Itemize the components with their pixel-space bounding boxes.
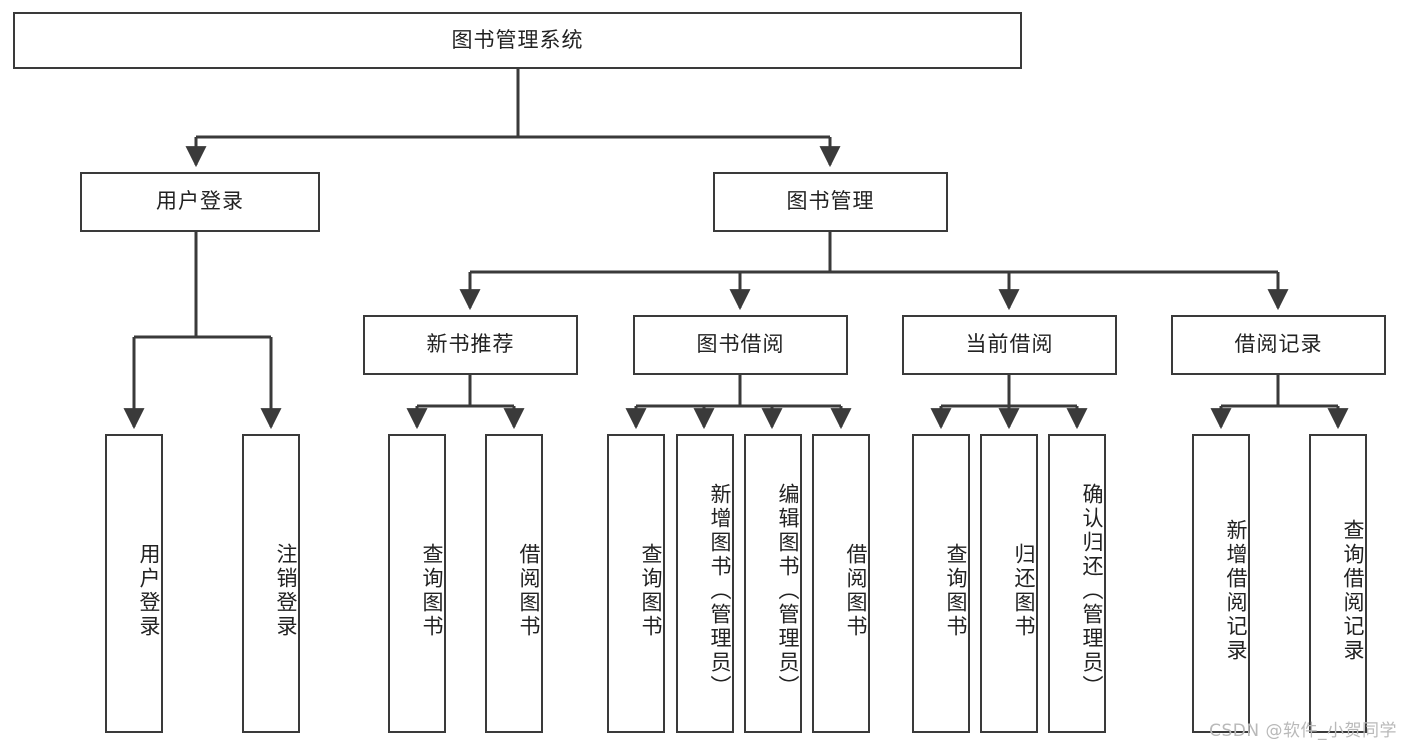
leaf-query-book-3-label: 查询图书 [944,542,968,639]
node-borrow-record[interactable]: 借阅记录 [1171,315,1386,375]
leaf-query-book-3[interactable]: 查询图书 [912,434,970,733]
leaf-edit-book-label: 编辑图书（管理员） [776,482,800,699]
leaf-query-book-1[interactable]: 查询图书 [388,434,446,733]
leaf-borrow-book-1[interactable]: 借阅图书 [485,434,543,733]
leaf-edit-book[interactable]: 编辑图书（管理员） [744,434,802,733]
node-current-borrow[interactable]: 当前借阅 [902,315,1117,375]
node-borrow-record-label: 借阅记录 [1234,332,1323,357]
leaf-add-book[interactable]: 新增图书（管理员） [676,434,734,733]
leaf-confirm-return[interactable]: 确认归还（管理员） [1048,434,1106,733]
leaf-add-book-label: 新增图书（管理员） [708,482,732,699]
leaf-query-record-label: 查询借阅记录 [1341,518,1365,663]
leaf-add-record-label: 新增借阅记录 [1224,518,1248,663]
leaf-add-record[interactable]: 新增借阅记录 [1192,434,1250,733]
node-root-label: 图书管理系统 [451,27,584,52]
leaf-query-book-2[interactable]: 查询图书 [607,434,665,733]
node-user-login[interactable]: 用户登录 [80,172,320,232]
leaf-return-book[interactable]: 归还图书 [980,434,1038,733]
node-book-manage-label: 图书管理 [786,189,875,214]
leaf-query-book-2-label: 查询图书 [639,542,663,639]
leaf-user-login-label: 用户登录 [137,542,161,639]
leaf-borrow-book-1-label: 借阅图书 [517,542,541,639]
leaf-confirm-return-label: 确认归还（管理员） [1080,482,1104,699]
leaf-query-record[interactable]: 查询借阅记录 [1309,434,1367,733]
leaf-borrow-book-2-label: 借阅图书 [844,542,868,639]
node-new-book-recommend-label: 新书推荐 [426,332,515,357]
node-user-login-label: 用户登录 [156,189,244,214]
node-book-borrow-label: 图书借阅 [696,332,785,357]
leaf-logout-login[interactable]: 注销登录 [242,434,300,733]
leaf-return-book-label: 归还图书 [1012,542,1036,639]
leaf-user-login[interactable]: 用户登录 [105,434,163,733]
node-book-borrow[interactable]: 图书借阅 [633,315,848,375]
leaf-query-book-1-label: 查询图书 [420,542,444,639]
node-root[interactable]: 图书管理系统 [13,12,1022,69]
node-book-manage[interactable]: 图书管理 [713,172,948,232]
leaf-logout-login-label: 注销登录 [274,542,298,639]
node-new-book-recommend[interactable]: 新书推荐 [363,315,578,375]
node-current-borrow-label: 当前借阅 [965,332,1054,357]
leaf-borrow-book-2[interactable]: 借阅图书 [812,434,870,733]
